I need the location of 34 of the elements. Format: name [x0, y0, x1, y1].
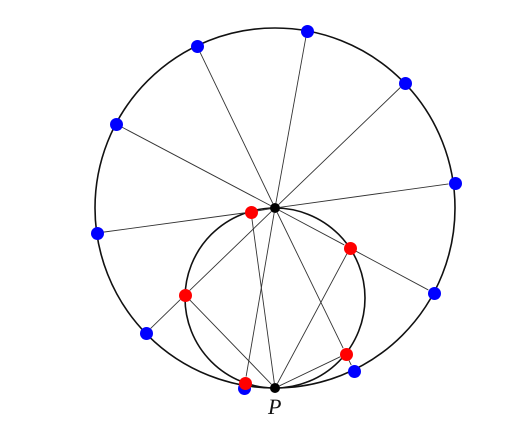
point-dot: [344, 242, 356, 254]
point-dot: [398, 76, 412, 90]
point-dot: [348, 364, 360, 378]
point-dot: [238, 376, 252, 390]
point-dot: [270, 383, 280, 393]
point-dot: [178, 288, 192, 302]
line-segment: [199, 51, 274, 204]
line-segment: [189, 299, 272, 385]
line-segment: [355, 250, 429, 290]
point-dot: [90, 226, 104, 240]
line-segment: [279, 356, 341, 386]
line-segment: [276, 212, 344, 349]
line-segment: [278, 210, 345, 246]
point-dot: [140, 326, 152, 340]
line-segment: [251, 218, 275, 384]
point-dot: [110, 118, 122, 130]
line-segment: [150, 299, 181, 329]
point-dot: [244, 206, 258, 218]
line-segment: [280, 183, 449, 208]
point-dot: [428, 286, 440, 300]
line-segment: [189, 211, 272, 291]
line-segment: [275, 36, 306, 204]
point-dot: [448, 176, 462, 190]
line-segment: [276, 253, 348, 384]
line-segment: [278, 87, 401, 205]
point-label: P: [268, 396, 282, 418]
point-dot: [340, 348, 352, 360]
point-dot: [270, 203, 280, 213]
line-segment: [121, 126, 272, 206]
line-segment: [103, 212, 245, 233]
line-segment: [256, 208, 271, 212]
line-segment: [246, 212, 275, 378]
point-dot: [190, 40, 204, 52]
point-dot: [300, 24, 314, 38]
